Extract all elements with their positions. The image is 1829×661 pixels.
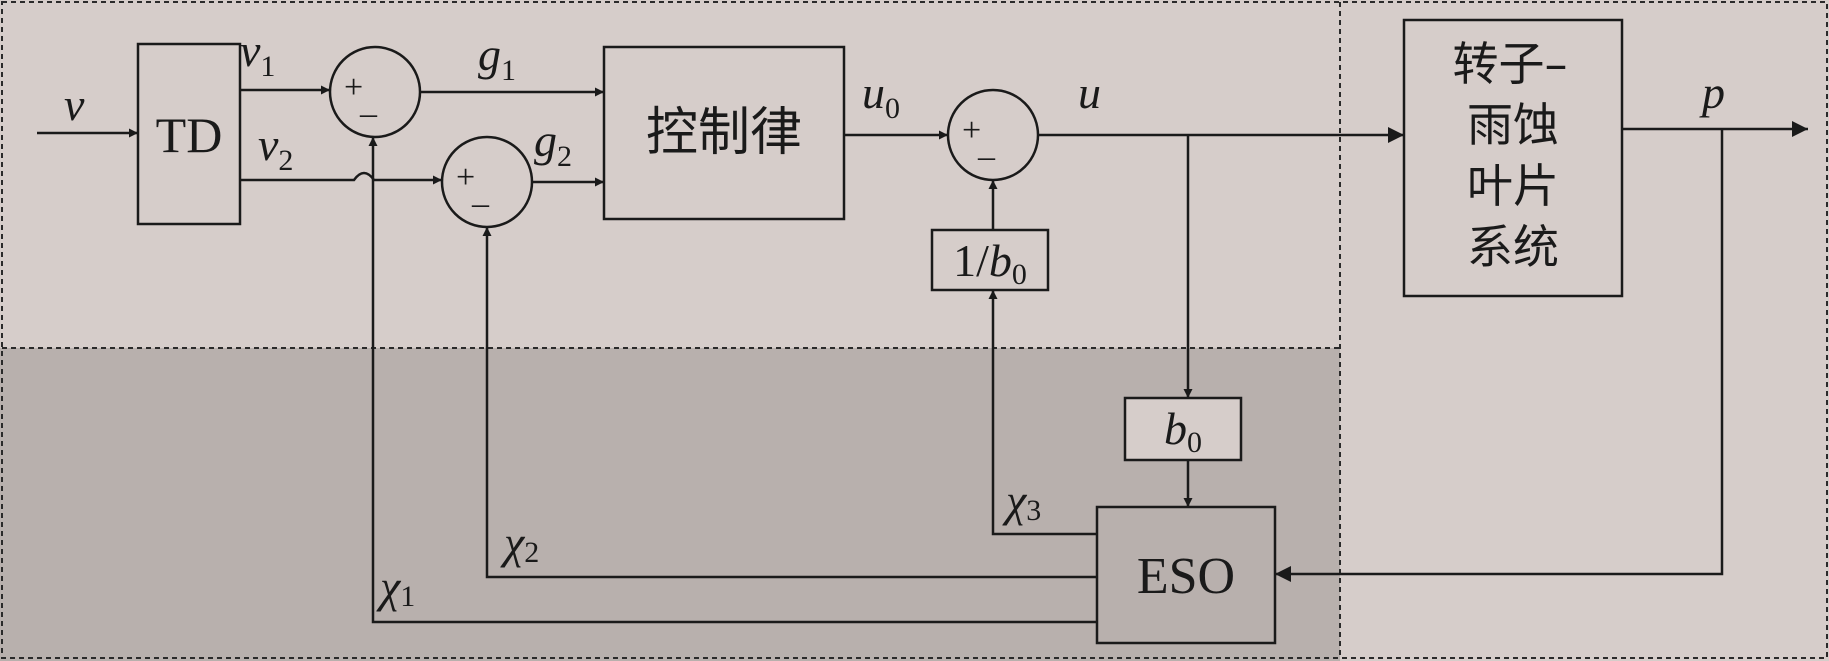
u0-var: u [862, 67, 885, 118]
chi1-sub: 1 [400, 580, 415, 613]
g2-var: g [534, 115, 557, 166]
sum1-minus: – [359, 95, 378, 132]
plant-line-3: 叶片 [1467, 159, 1559, 213]
chi3-label: χ3 [1002, 475, 1041, 527]
inv-gain-prefix: 1/ [953, 235, 989, 286]
p-feedback-line [1275, 129, 1724, 582]
plant-block [1402, 18, 1624, 298]
eso-label: ESO [1137, 548, 1235, 605]
sum3-minus: – [977, 138, 996, 175]
chi2-sub: 2 [524, 536, 539, 569]
gain-label: b0 [1164, 403, 1202, 459]
v1-label: v1 [240, 25, 275, 83]
plant-label: 转子– 雨蚀 叶片 系统 [1453, 37, 1568, 274]
u0-label: u0 [862, 67, 900, 125]
g2-label: g2 [534, 115, 572, 173]
signal-lines [37, 85, 1808, 624]
chi2-line [482, 227, 1097, 579]
plant-line-1: 转子– [1453, 37, 1568, 91]
v2-var: v [258, 119, 279, 170]
inv-gain-var: b [989, 235, 1012, 286]
p-label: p [1699, 67, 1725, 118]
v2-sub: 2 [278, 144, 293, 177]
chi2-var: χ [500, 517, 526, 568]
u-label: u [1078, 67, 1101, 118]
chi3-sub: 3 [1026, 494, 1041, 527]
g1-sub: 1 [501, 54, 516, 87]
g2-sub: 2 [557, 140, 572, 173]
chi1-label: χ1 [376, 561, 415, 613]
g1-label: g1 [478, 29, 516, 87]
chi1-line [368, 137, 1097, 624]
gain-block [1123, 396, 1243, 462]
v1-sub: 1 [260, 50, 275, 83]
input-v-label: v [64, 79, 85, 130]
chi3-line [988, 290, 1097, 536]
td-label: TD [156, 107, 223, 163]
junction-signs: + – + – + – [344, 69, 996, 222]
inv-gain-label: 1/b0 [953, 235, 1027, 291]
plant-line-2: 雨蚀 [1467, 98, 1559, 152]
plant-line-4: 系统 [1467, 220, 1559, 274]
signal-labels: v v1 v2 g1 g2 u0 u p χ3 χ2 χ1 [64, 25, 1725, 613]
eso-block [1095, 505, 1277, 645]
controller-block [602, 45, 846, 221]
chi2-label: χ2 [500, 517, 539, 569]
sum3-plus: + [962, 112, 981, 149]
g1-var: g [478, 29, 501, 80]
gain-sub: 0 [1187, 426, 1202, 459]
blocks [136, 18, 1624, 645]
sum2-minus: – [471, 185, 490, 222]
chi1-var: χ [376, 561, 402, 612]
td-block [136, 42, 242, 226]
sum2-plus: + [456, 159, 475, 196]
controller-label: 控制律 [646, 103, 802, 163]
v1-var: v [240, 25, 261, 76]
chi3-var: χ [1002, 475, 1028, 526]
u0-sub: 0 [885, 92, 900, 125]
inv-gain-block [930, 228, 1050, 292]
inv-gain-sub: 0 [1012, 258, 1027, 291]
sum1-plus: + [344, 69, 363, 106]
gain-var: b [1164, 403, 1187, 454]
v2-label: v2 [258, 119, 293, 177]
